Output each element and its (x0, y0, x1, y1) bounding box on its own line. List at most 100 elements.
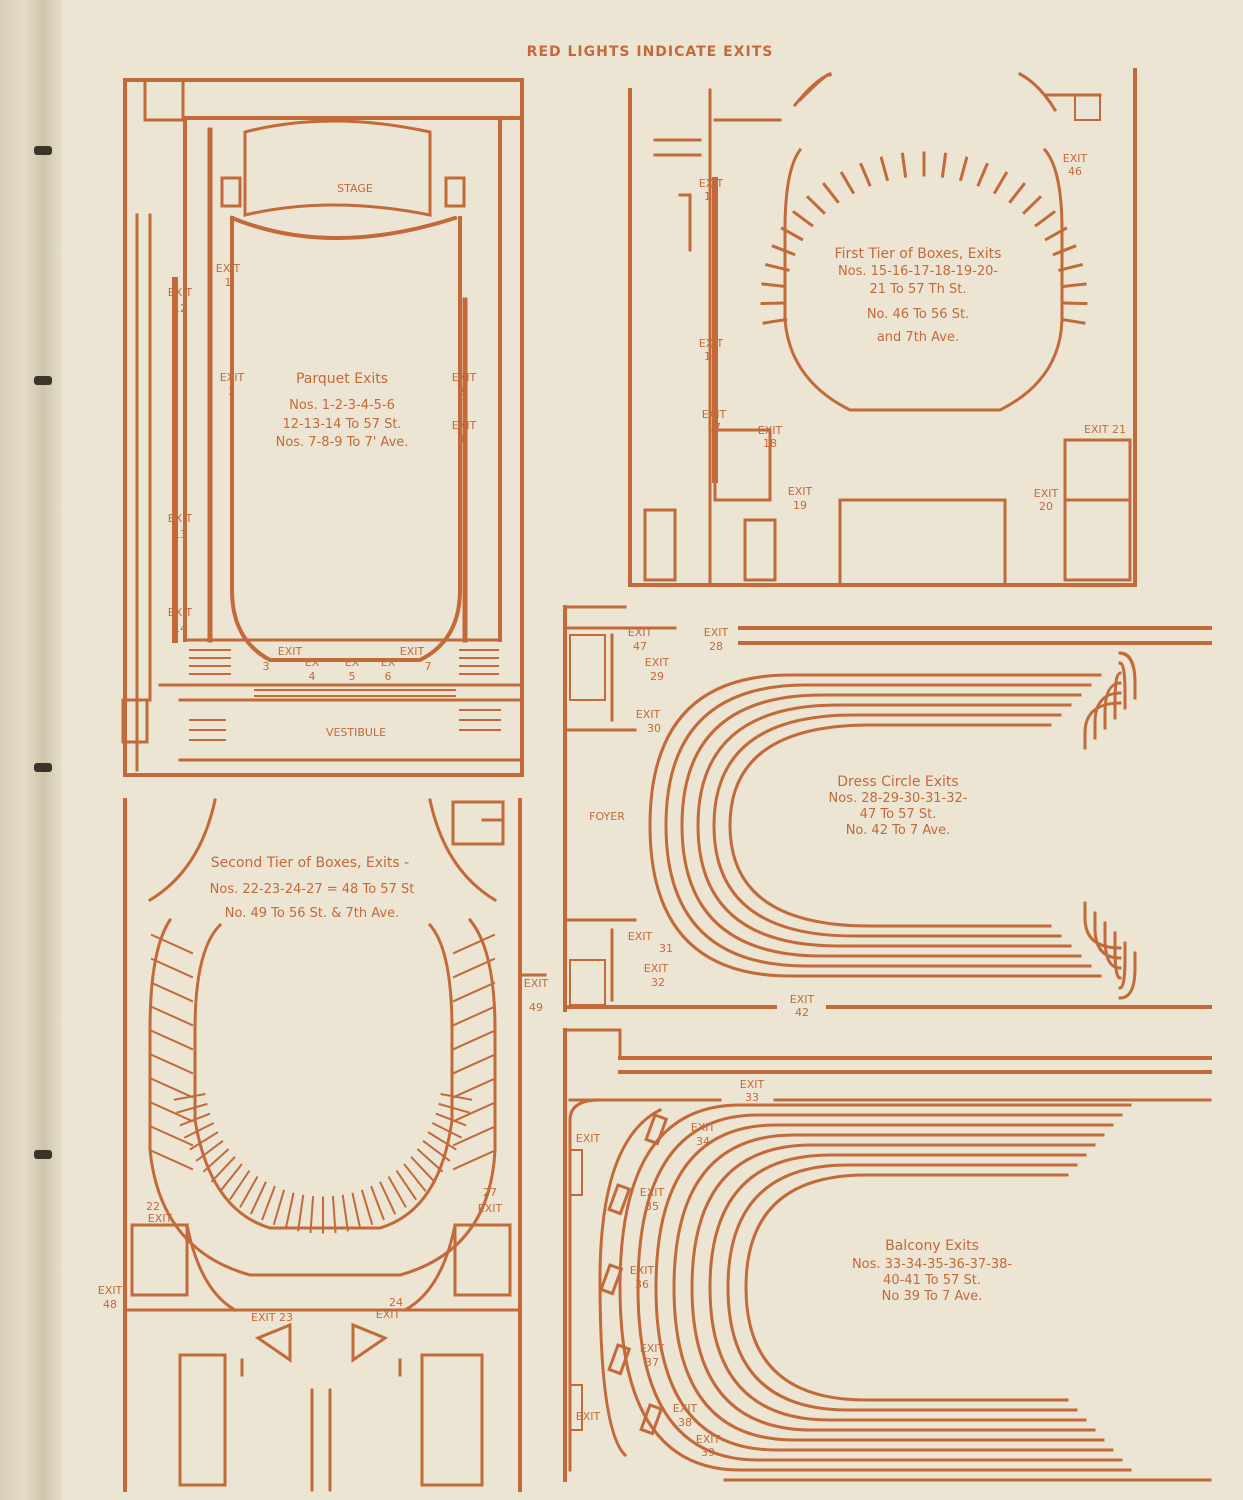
box-partition (900, 152, 908, 178)
box-partition (764, 263, 790, 272)
exit-number: 8 (461, 433, 468, 446)
balcony-caption-title: Balcony Exits (885, 1238, 979, 1254)
box-partition (452, 1077, 496, 1099)
exit-number: 2 (229, 385, 236, 398)
box-partition (387, 1175, 407, 1208)
box-partition (150, 1005, 194, 1027)
exit-label: EXIT (628, 930, 653, 943)
seating-tier (654, 1123, 1114, 1452)
exit-number: 28 (709, 640, 723, 653)
exit-label: EXIT (220, 371, 245, 384)
exit-number: 18 (763, 437, 777, 450)
box-partition (229, 1169, 251, 1201)
exit-number: 48 (103, 1298, 117, 1311)
exit-label: EXIT (628, 626, 653, 639)
box-partition (1062, 301, 1088, 306)
box-partition (431, 1122, 463, 1139)
box-partition (452, 1125, 496, 1147)
exit-label: EXIT (478, 1202, 503, 1215)
box-partition (435, 1112, 467, 1127)
box-partition (183, 1122, 215, 1139)
exit-number: 13 (173, 528, 187, 541)
box-partition (189, 1131, 219, 1151)
box-partition (1060, 317, 1086, 325)
exit-number: 37 (645, 1356, 659, 1369)
binding-stitch (34, 376, 52, 385)
exit-number: 16 (704, 350, 718, 363)
box-partition (351, 1192, 362, 1229)
exit-number: 42 (795, 1006, 809, 1019)
box-partition (202, 1148, 230, 1173)
box-partition (210, 1156, 236, 1183)
box-partition (239, 1175, 259, 1208)
exit-label: EXIT (673, 1402, 698, 1415)
parquet-caption-line: Nos. 1-2-3-4-5-6 (289, 398, 395, 413)
box-partition (150, 1029, 194, 1051)
second-tier-caption-title: Second Tier of Boxes, Exits - (211, 855, 409, 871)
exit-label: EXIT (148, 1212, 173, 1225)
exit-label: EXIT (630, 1264, 655, 1277)
first-tier-plan: First Tier of Boxes, Exits Nos. 15-16-17… (628, 68, 1137, 587)
box-partition (297, 1194, 305, 1232)
exit-number: 38 (678, 1416, 692, 1429)
dress-circle-plan: FOYER Dress Circle Exits Nos. 28-29-30-3… (563, 605, 1212, 1019)
exit-label: EXIT (98, 1284, 123, 1297)
second-tier-plan: Second Tier of Boxes, Exits - Nos. 22-23… (98, 798, 549, 1492)
exit-label: EXIT (278, 645, 303, 658)
exit-number: 12 (173, 302, 187, 315)
box-partition (452, 981, 496, 1003)
exit-number: 31 (659, 942, 673, 955)
exit-label: EXIT (696, 1433, 721, 1446)
box-partition (195, 1140, 224, 1162)
box-partition (958, 156, 969, 182)
balcony-exit-door (599, 1263, 624, 1296)
seating-tier (726, 1163, 1078, 1412)
first-tier-caption-line: Nos. 15-16-17-18-19-20- (838, 264, 998, 279)
exit-label: EXIT (636, 708, 661, 721)
box-partition (879, 156, 890, 182)
exit-number: 4 (309, 670, 316, 683)
exit-number: 22 (146, 1200, 160, 1213)
box-partition (1061, 282, 1087, 289)
box-partition (379, 1181, 397, 1215)
box-partition (150, 957, 194, 979)
exit-number: 47 (633, 640, 647, 653)
box-partition (272, 1189, 286, 1226)
vestibule-label: VESTIBULE (326, 726, 386, 739)
box-partition (150, 1053, 194, 1075)
exit-number: 6 (385, 670, 392, 683)
box-partition (150, 1149, 194, 1171)
foyer-label: FOYER (589, 810, 625, 823)
box-partition (1008, 182, 1027, 204)
box-partition (370, 1185, 385, 1221)
dress-circle-caption-line: 47 To 57 St. (860, 807, 937, 822)
exit-label: EXIT (704, 626, 729, 639)
box-partition (176, 1102, 208, 1114)
first-tier-caption-line: 21 To 57 Th St. (870, 282, 967, 297)
box-partition (821, 182, 840, 204)
box-partition (150, 1077, 194, 1099)
box-partition (219, 1163, 243, 1192)
box-partition (403, 1163, 427, 1192)
box-partition (859, 162, 872, 187)
seating-tier (690, 1143, 1096, 1432)
exit-number: 1 (225, 276, 232, 289)
exit-label: EXIT (640, 1186, 665, 1199)
box-partition (309, 1196, 315, 1234)
exit-number: 46 (1068, 165, 1082, 178)
exit-number: 5 (349, 670, 356, 683)
box-partition (839, 171, 856, 195)
parquet-plan: STAGE VESTIBULE Parquet Exits Nos. 1-2-3… (121, 78, 524, 777)
page-binding (0, 0, 62, 1500)
balcony-caption-line: 40-41 To 57 St. (883, 1273, 981, 1288)
box-partition (1022, 195, 1043, 215)
exit-label: EXIT (168, 606, 193, 619)
balcony-exit-door (607, 1343, 632, 1376)
exit-label: EXIT (576, 1132, 601, 1145)
exit-label: EX (381, 656, 396, 669)
box-partition (992, 171, 1009, 195)
parquet-caption-title: Parquet Exits (296, 371, 388, 387)
exit-number: 33 (745, 1091, 759, 1104)
dress-circle-caption-line: No. 42 To 7 Ave. (846, 823, 951, 838)
